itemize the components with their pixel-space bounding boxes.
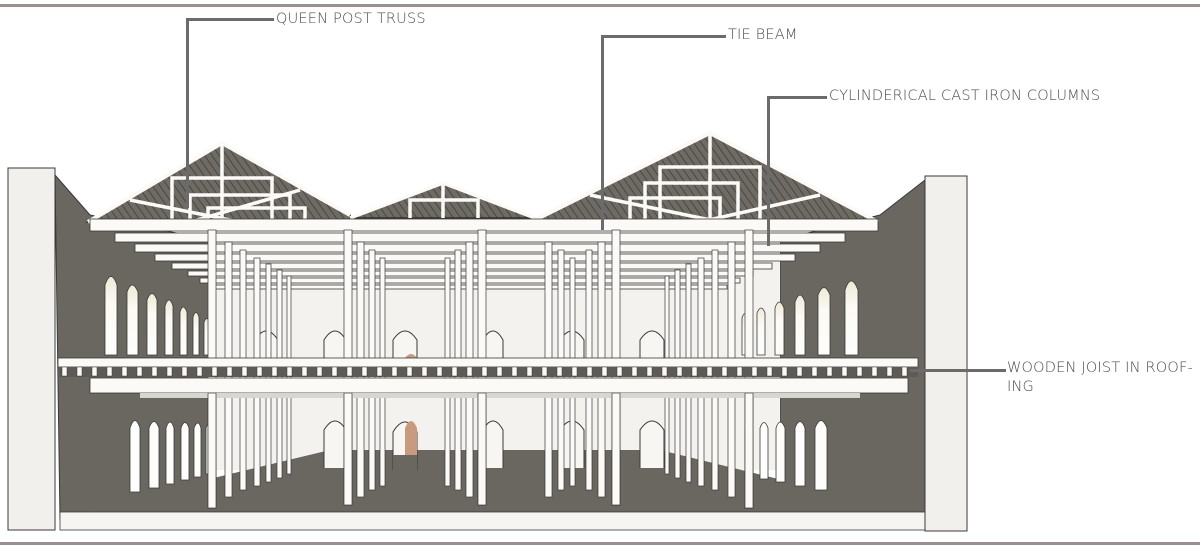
queen-post-truss-leader-h [186, 18, 274, 21]
cast-iron-columns-leader-v [767, 96, 770, 246]
door-accent [405, 421, 417, 455]
tie-beam-leader-v [601, 35, 604, 230]
roof-trusses [85, 130, 879, 224]
front-columns-lower [207, 392, 754, 509]
bottom-frame-rule [0, 542, 1200, 545]
lower-back-arches [323, 420, 665, 470]
queen-post-truss-leader-v [186, 18, 189, 208]
top-frame-rule [0, 4, 1200, 7]
wooden-joist-floor [57, 357, 919, 398]
cast-iron-columns-leader-h [767, 96, 827, 99]
wooden-joist-label-line1: WOODEN JOIST IN ROOF- [1007, 360, 1193, 376]
upper-windows-left [104, 276, 210, 356]
tie-beam-leader-h [601, 35, 726, 38]
wooden-joist-leader-h [910, 369, 1006, 372]
tie-beam-label: TIE BEAM [728, 27, 798, 43]
base-slab [59, 511, 926, 531]
queen-post-truss-label: QUEEN POST TRUSS [276, 11, 426, 27]
section-cut-walls [7, 167, 968, 532]
cast-iron-columns-label: CYLINDERICAL CAST IRON COLUMNS [829, 88, 1101, 104]
wooden-joist-label-line2: ING [1007, 379, 1034, 395]
